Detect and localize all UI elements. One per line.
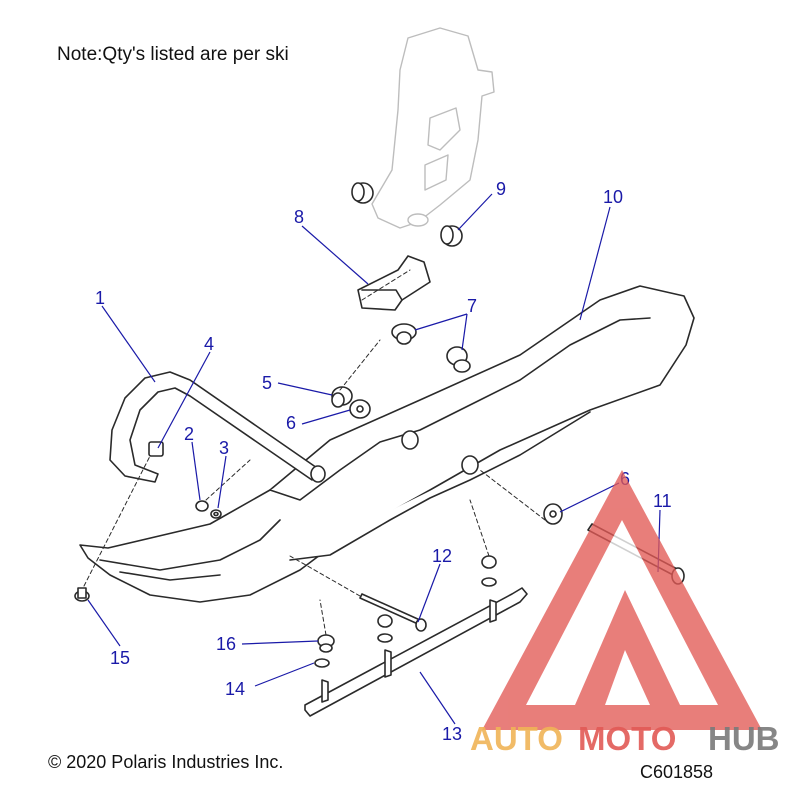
bushing-left <box>351 182 374 204</box>
nut-mid <box>377 614 393 628</box>
bushing-mount <box>331 386 353 408</box>
triangle-mountain-logo-icon <box>482 470 762 730</box>
callout-label: 4 <box>204 334 214 354</box>
callout-label: 13 <box>442 724 462 744</box>
ski-body <box>79 285 695 603</box>
insert <box>148 441 164 457</box>
callout-label: 1 <box>95 288 105 308</box>
washer-mount <box>349 399 371 419</box>
flange-bushing-a <box>391 323 417 345</box>
callout-label: 11 <box>653 491 672 511</box>
nut-lower <box>317 634 335 653</box>
spindle <box>371 27 495 229</box>
ski-stop-block <box>357 255 431 311</box>
washer-pivot <box>543 503 563 525</box>
callout-label: 8 <box>294 207 304 227</box>
callout-label: 9 <box>496 179 506 199</box>
callout-label: 3 <box>219 438 229 458</box>
callout-label: 5 <box>262 373 272 393</box>
callout-label: 12 <box>432 546 452 566</box>
washer-lower <box>314 658 330 668</box>
note-text: Note:Qty's listed are per ski <box>57 44 289 65</box>
screw <box>74 587 90 602</box>
diagram-code: C601858 <box>640 762 714 782</box>
callout-label: 16 <box>216 634 236 654</box>
logo-word-moto: MOTO <box>578 720 676 757</box>
copyright-text: © 2020 Polaris Industries Inc. <box>48 752 284 772</box>
wear-bar <box>304 587 528 717</box>
ski-loop <box>109 371 326 483</box>
callout-label: 7 <box>467 296 477 316</box>
logo-word-auto: AUTO <box>470 720 563 757</box>
callout-label: 14 <box>225 679 245 699</box>
callout-label: 10 <box>603 187 623 207</box>
carbide-bolt <box>359 593 427 632</box>
logo-word-hub: HUB <box>708 720 780 757</box>
callout-label: 2 <box>184 424 194 444</box>
callout-label: 15 <box>110 648 130 668</box>
nut-right <box>481 555 497 569</box>
callout-label: 6 <box>286 413 296 433</box>
bushing-right <box>440 225 463 247</box>
nut <box>195 500 209 512</box>
flange-bushing-b <box>446 346 471 373</box>
